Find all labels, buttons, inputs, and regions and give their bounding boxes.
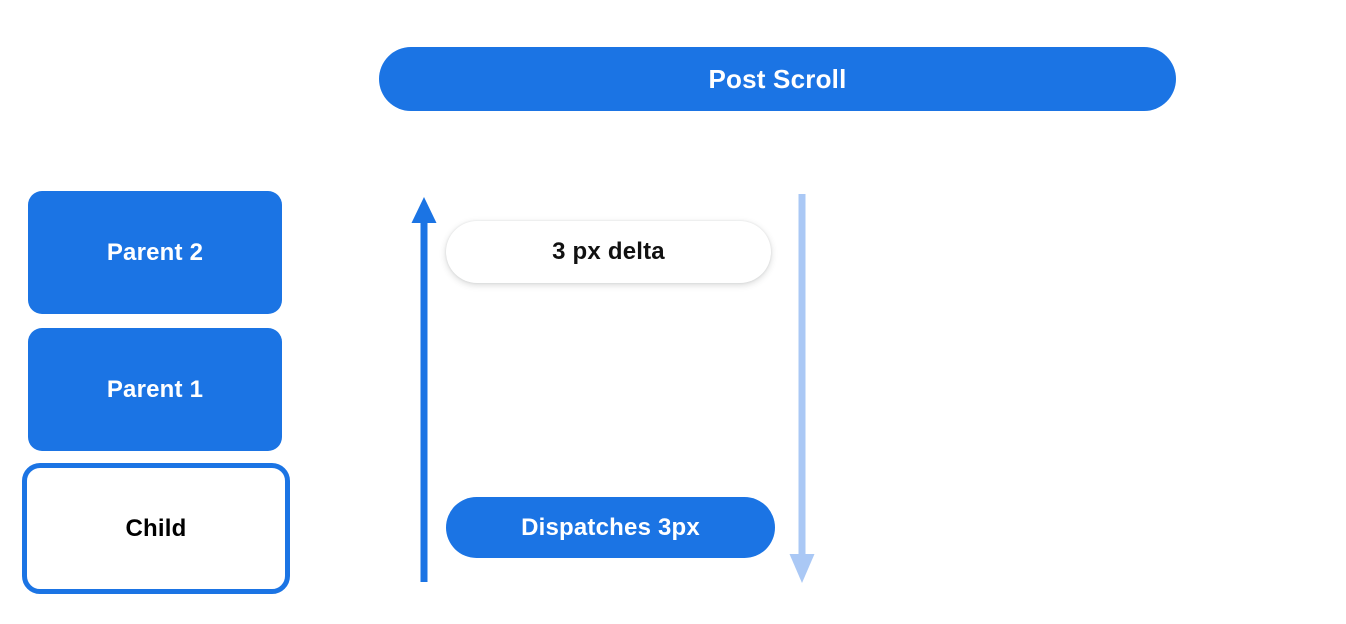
node-parent-1[interactable]: Parent 1 bbox=[28, 328, 282, 451]
header-title: Post Scroll bbox=[708, 63, 847, 94]
dispatches-annotation-label: Dispatches 3px bbox=[521, 513, 700, 541]
node-parent-2[interactable]: Parent 2 bbox=[28, 191, 282, 314]
dispatches-annotation-pill: Dispatches 3px bbox=[446, 497, 775, 558]
post-scroll-header: Post Scroll bbox=[379, 47, 1176, 111]
node-parent-2-label: Parent 2 bbox=[106, 238, 204, 266]
scroll-down-arrow bbox=[789, 194, 815, 583]
node-parent-1-label: Parent 1 bbox=[106, 375, 204, 403]
scroll-up-arrow bbox=[411, 197, 437, 582]
delta-annotation-pill: 3 px delta bbox=[446, 221, 771, 283]
delta-annotation-label: 3 px delta bbox=[552, 238, 665, 265]
node-child-label: Child bbox=[125, 514, 187, 542]
node-child[interactable]: Child bbox=[22, 463, 290, 594]
